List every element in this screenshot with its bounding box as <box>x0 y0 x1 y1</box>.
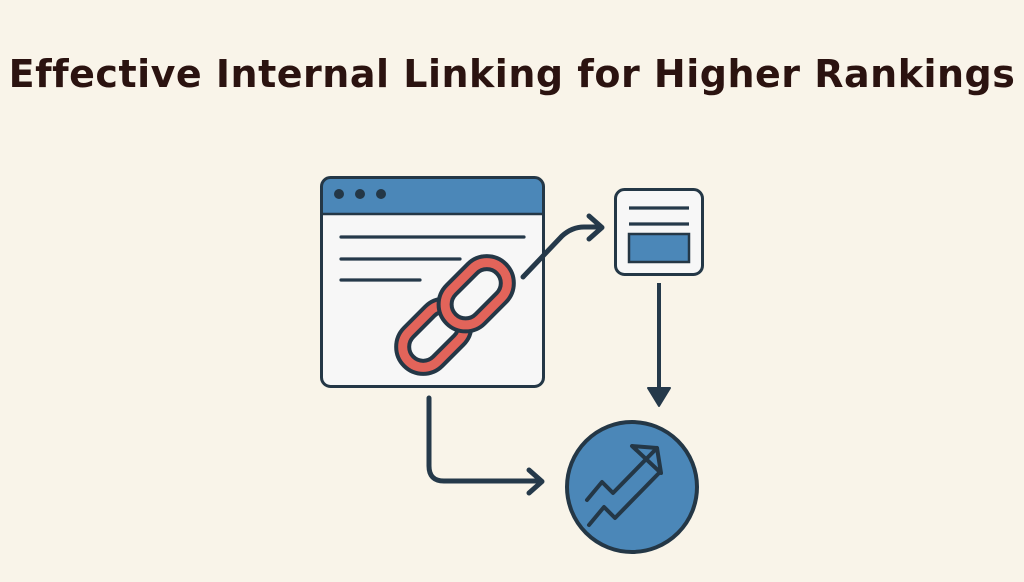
connector-browser-to-card-line <box>520 224 601 280</box>
browser-titlebar <box>321 177 544 214</box>
trending-up-arrow-lower-path <box>587 470 662 527</box>
chain-link-right-hole <box>449 267 503 321</box>
trending-up-arrow-head <box>630 444 663 475</box>
ranking-growth-badge-circle <box>565 420 699 554</box>
browser-window-outline <box>320 176 545 388</box>
trending-up-arrow-icon <box>585 444 663 527</box>
window-dot-3[interactable] <box>376 189 386 199</box>
connector-browser-to-badge <box>426 395 545 496</box>
connector-browser-to-badge-arrowhead <box>526 467 545 496</box>
connector-card-to-badge <box>647 283 671 407</box>
window-dot-2[interactable] <box>355 189 365 199</box>
chain-link-icon[interactable] <box>385 245 525 385</box>
connector-browser-to-card <box>520 213 605 280</box>
browser-window-mockup[interactable] <box>320 176 546 388</box>
window-dot-1[interactable] <box>334 189 344 199</box>
page-title: Effective Internal Linking for Higher Ra… <box>8 52 1016 96</box>
linked-page-card[interactable] <box>614 188 704 276</box>
trending-up-arrow-upper-path <box>585 446 659 502</box>
card-highlight-block <box>627 232 691 264</box>
browser-window-body <box>321 177 544 387</box>
ranking-growth-badge[interactable] <box>565 420 699 554</box>
connector-card-to-badge-arrowhead <box>647 387 671 407</box>
connector-browser-to-badge-line <box>426 395 541 484</box>
connector-browser-to-card-arrowhead <box>586 213 605 242</box>
